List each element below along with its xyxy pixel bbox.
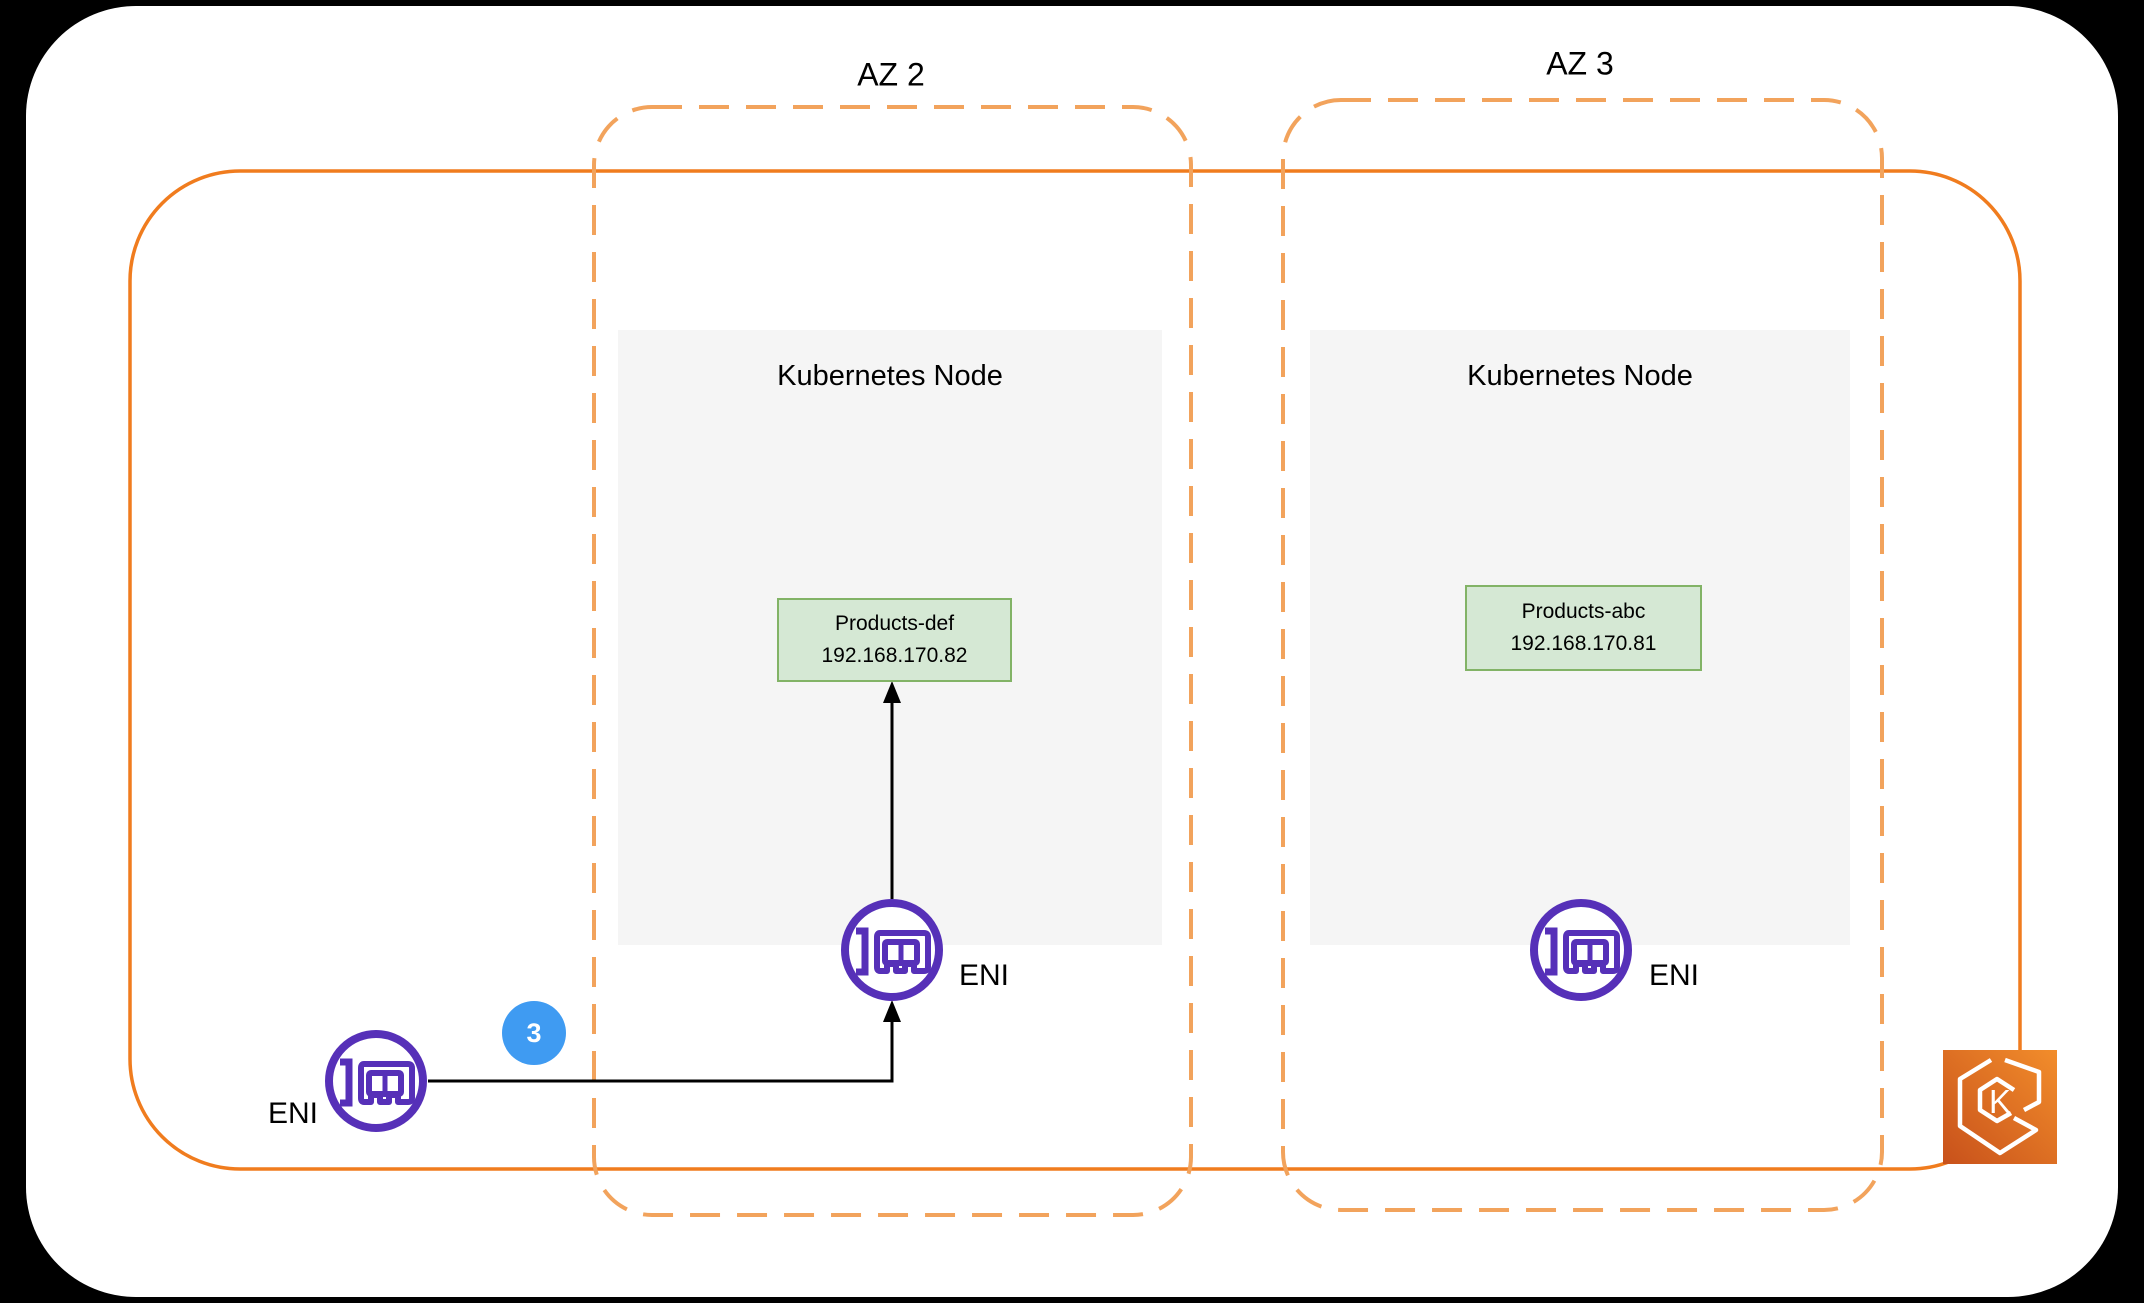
- kubernetes-node-title: Kubernetes Node: [777, 360, 1003, 392]
- pod-products-abc: Products-abc 192.168.170.81: [1465, 585, 1702, 671]
- pod-products-def: Products-def 192.168.170.82: [777, 598, 1012, 682]
- az2-boundary: [592, 105, 1193, 1217]
- arrow-ext-eni-to-node-eni: [428, 1020, 894, 1083]
- eks-icon-letter: K: [1989, 1083, 2011, 1120]
- vpc-boundary: [128, 169, 2022, 1171]
- pod-name: Products-def: [834, 612, 955, 635]
- az3-label: AZ 3: [1546, 45, 1614, 82]
- pod-ip: 192.168.170.82: [821, 644, 968, 667]
- arrowhead-to-node-eni: [883, 1000, 901, 1022]
- eni-icon: [840, 898, 944, 1002]
- eni-icon: [1529, 898, 1633, 1002]
- arrowhead-to-pod: [883, 681, 901, 703]
- eni-icon: [324, 1029, 428, 1133]
- step-3-badge: 3: [502, 1001, 566, 1065]
- eni-label: ENI: [267, 1097, 319, 1130]
- eni-label: ENI: [1648, 959, 1700, 992]
- pod-ip: 192.168.170.81: [1510, 632, 1657, 655]
- eni-label: ENI: [958, 959, 1010, 992]
- pod-name: Products-abc: [1521, 600, 1646, 623]
- az3-boundary: [1281, 98, 1884, 1212]
- kubernetes-node-title: Kubernetes Node: [1467, 360, 1693, 392]
- kubernetes-node-box-az3: Kubernetes Node: [1310, 330, 1850, 945]
- eks-icon: K: [1943, 1050, 2057, 1164]
- az2-label: AZ 2: [857, 56, 925, 93]
